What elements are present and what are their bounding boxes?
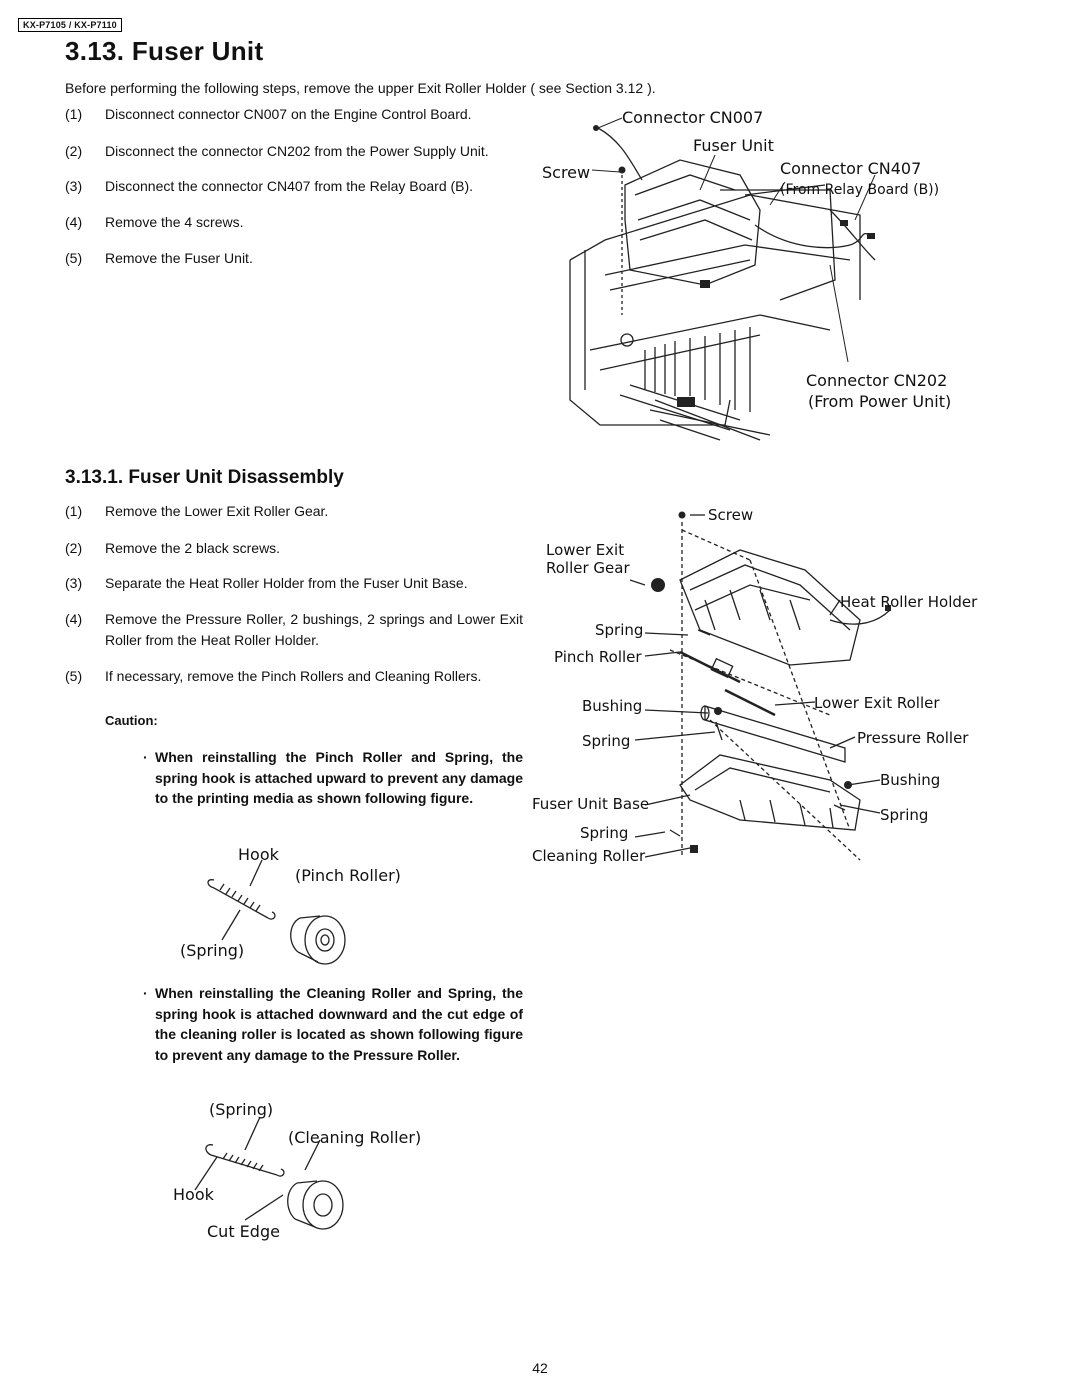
step-text: Disconnect the connector CN202 from the … <box>105 143 489 159</box>
step-number: (5) <box>65 250 83 266</box>
step-text: Disconnect the connector CN407 from the … <box>105 178 474 194</box>
list-item: (2) Disconnect the connector CN202 from t… <box>65 141 523 162</box>
fuser-unit-exploded-figure: Screw Lower Exit Roller Gear Heat Roller… <box>532 506 978 865</box>
step-text: Remove the 2 black screws. <box>105 540 281 556</box>
label-cleaning-roller: (Cleaning Roller) <box>288 1128 421 1147</box>
step-number: (5) <box>65 668 83 684</box>
label-cn202-source: (From Power Unit) <box>808 392 951 411</box>
label-bushing: Bushing <box>880 771 940 789</box>
label-lower-exit-roller-gear-line1: Lower Exit <box>546 541 624 559</box>
label-cleaning-roller: Cleaning Roller <box>532 847 646 865</box>
step-number: (4) <box>65 214 83 230</box>
subsection-title: 3.13.1. Fuser Unit Disassembly <box>65 467 344 488</box>
label-bushing: Bushing <box>582 697 642 715</box>
label-connector-cn407: Connector CN407 <box>780 159 921 178</box>
label-connector-cn202: Connector CN202 <box>806 371 947 390</box>
bullet-text: When reinstalling the Pinch Roller and S… <box>155 749 523 806</box>
label-spring: Spring <box>582 732 630 750</box>
label-spring: (Spring) <box>209 1100 273 1119</box>
list-item: (1) Remove the Lower Exit Roller Gear. <box>65 501 523 522</box>
step-number: (1) <box>65 503 83 519</box>
bullet-symbol: · <box>143 749 148 765</box>
step-number: (1) <box>65 106 83 122</box>
page-number: 42 <box>532 1360 548 1376</box>
label-lower-exit-roller-gear-line2: Roller Gear <box>546 559 630 577</box>
step-number: (3) <box>65 178 83 194</box>
list-item: (3) Disconnect the connector CN407 from t… <box>65 176 523 197</box>
label-pinch-roller: (Pinch Roller) <box>295 866 401 885</box>
cleaning-roller-figure: (Spring) (Cleaning Roller) Hook Cut Edge <box>173 1100 421 1241</box>
step-number: (2) <box>65 143 83 159</box>
label-connector-cn007: Connector CN007 <box>622 108 763 127</box>
step-text: Remove the Lower Exit Roller Gear. <box>105 503 329 519</box>
label-fuser-unit: Fuser Unit <box>693 136 774 155</box>
label-fuser-unit-base: Fuser Unit Base <box>532 795 649 813</box>
label-cn407-source: (From Relay Board (B)) <box>780 182 939 198</box>
pinch-roller-figure: Hook (Pinch Roller) (Spring) <box>180 845 401 965</box>
caution-bullet-cleaning-roller: · When reinstalling the Cleaning Roller … <box>143 983 523 1065</box>
label-pinch-roller: Pinch Roller <box>554 648 642 666</box>
list-item: (4) Remove the 4 screws. <box>65 212 523 233</box>
step-text: If necessary, remove the Pinch Rollers a… <box>105 668 482 684</box>
section-intro: Before performing the following steps, r… <box>65 80 656 96</box>
section-title: 3.13. Fuser Unit <box>65 36 264 66</box>
list-item: (1) Disconnect connector CN007 on the Eng… <box>65 104 523 125</box>
caution-bullet-pinch-roller: · When reinstalling the Pinch Roller and… <box>143 747 523 809</box>
step-number: (2) <box>65 540 83 556</box>
list-item: (5) Remove the Fuser Unit. <box>65 248 523 269</box>
label-hook: Hook <box>173 1185 215 1204</box>
step-text: Remove the Pressure Roller, 2 bushings, … <box>105 611 523 648</box>
label-pressure-roller: Pressure Roller <box>857 729 969 747</box>
bullet-text: When reinstalling the Cleaning Roller an… <box>155 985 523 1063</box>
list-item: (3) Separate the Heat Roller Holder from … <box>65 573 523 594</box>
list-item: (5) If necessary, remove the Pinch Roller… <box>65 666 523 687</box>
caution-heading: Caution: <box>105 713 158 728</box>
step-text: Disconnect connector CN007 on the Engine… <box>105 106 472 122</box>
step-number: (4) <box>65 611 83 627</box>
label-hook: Hook <box>238 845 280 864</box>
section-steps: (1) Disconnect connector CN007 on the Eng… <box>65 104 523 269</box>
label-spring: (Spring) <box>180 941 244 960</box>
step-text: Separate the Heat Roller Holder from the… <box>105 575 468 591</box>
list-item: (2) Remove the 2 black screws. <box>65 538 523 559</box>
label-cut-edge: Cut Edge <box>207 1222 280 1241</box>
step-number: (3) <box>65 575 83 591</box>
label-spring: Spring <box>595 621 643 639</box>
model-tag: KX-P7105 / KX-P7110 <box>18 18 122 32</box>
step-text: Remove the 4 screws. <box>105 214 244 230</box>
label-spring: Spring <box>580 824 628 842</box>
label-screw: Screw <box>708 506 753 524</box>
fuser-unit-removal-figure: Connector CN007 Fuser Unit Screw Connect… <box>542 108 951 441</box>
list-item: (4) Remove the Pressure Roller, 2 bushing… <box>65 609 523 651</box>
bullet-symbol: · <box>143 985 148 1001</box>
label-heat-roller-holder: Heat Roller Holder <box>840 593 978 611</box>
step-text: Remove the Fuser Unit. <box>105 250 253 266</box>
label-lower-exit-roller: Lower Exit Roller <box>814 694 940 712</box>
subsection-steps: (1) Remove the Lower Exit Roller Gear. (2… <box>65 501 523 687</box>
label-screw: Screw <box>542 163 590 182</box>
label-spring: Spring <box>880 806 928 824</box>
